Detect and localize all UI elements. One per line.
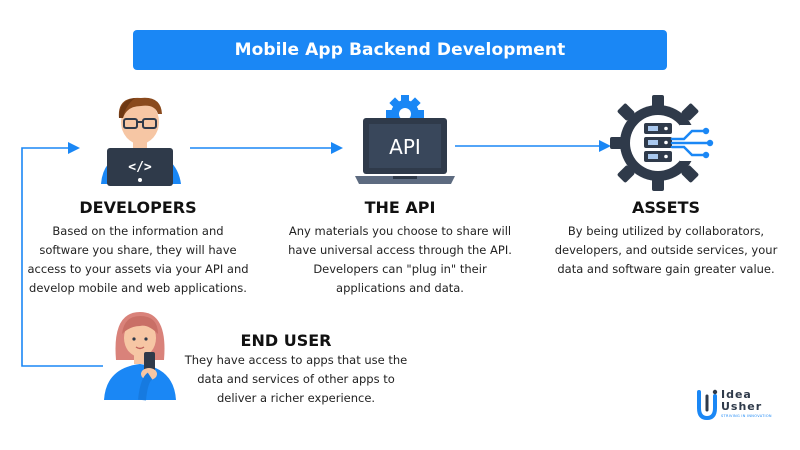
logo-mark-icon: [697, 389, 718, 421]
assets-desc-line: data and software gain greater value.: [557, 262, 775, 276]
developer-icon: </>: [101, 97, 181, 186]
svg-text:</>: </>: [128, 160, 152, 175]
logo-line2: Usher: [721, 400, 763, 413]
developers-desc-line: Based on the information and: [52, 224, 224, 238]
arrowhead-api: [331, 142, 343, 154]
end-user-desc-line: data and services of other apps to: [197, 372, 395, 386]
api-desc-line: Any materials you choose to share will: [288, 224, 512, 238]
developers-desc-line: software you share, they will have: [39, 243, 237, 257]
developers-desc-line: develop mobile and web applications.: [29, 281, 247, 295]
developers-heading: DEVELOPERS: [79, 198, 197, 217]
title-banner: Mobile App Backend Development: [133, 30, 667, 70]
api-laptop-icon: API: [355, 95, 455, 184]
api-description: Any materials you choose to share will h…: [282, 222, 518, 298]
end-user-desc-line: deliver a richer experience.: [216, 391, 376, 405]
api-heading: THE API: [364, 198, 436, 217]
assets-heading: ASSETS: [631, 198, 701, 217]
api-desc-line: have universal access through the API.: [288, 243, 512, 257]
logo-line1: Idea: [721, 388, 752, 401]
idea-usher-logo: Idea Usher STRIVING IN INNOVATION: [696, 388, 786, 422]
developers-description: Based on the information and software yo…: [22, 222, 254, 298]
end-user-heading: END USER: [240, 331, 332, 350]
assets-desc-line: By being utilized by collaborators,: [567, 224, 765, 238]
logo-tagline: STRIVING IN INNOVATION: [721, 414, 772, 418]
loop-connector: [21, 147, 103, 367]
api-desc-line: Developers can "plug in" their: [313, 262, 487, 276]
end-user-desc-line: They have access to apps that use the: [184, 353, 408, 367]
end-user-description: They have access to apps that use the da…: [178, 351, 414, 408]
page-title: Mobile App Backend Development: [234, 40, 566, 60]
assets-server-gear-icon: [610, 95, 714, 191]
api-desc-line: applications and data.: [336, 281, 464, 295]
assets-description: By being utilized by collaborators, deve…: [550, 222, 782, 279]
assets-desc-line: developers, and outside services, your: [554, 243, 778, 257]
end-user-icon: [104, 312, 176, 401]
api-icon-label: API: [389, 135, 421, 159]
arrowhead-developers: [68, 142, 80, 154]
developers-desc-line: access to your assets via your API and: [27, 262, 249, 276]
arrowhead-assets: [599, 140, 611, 152]
